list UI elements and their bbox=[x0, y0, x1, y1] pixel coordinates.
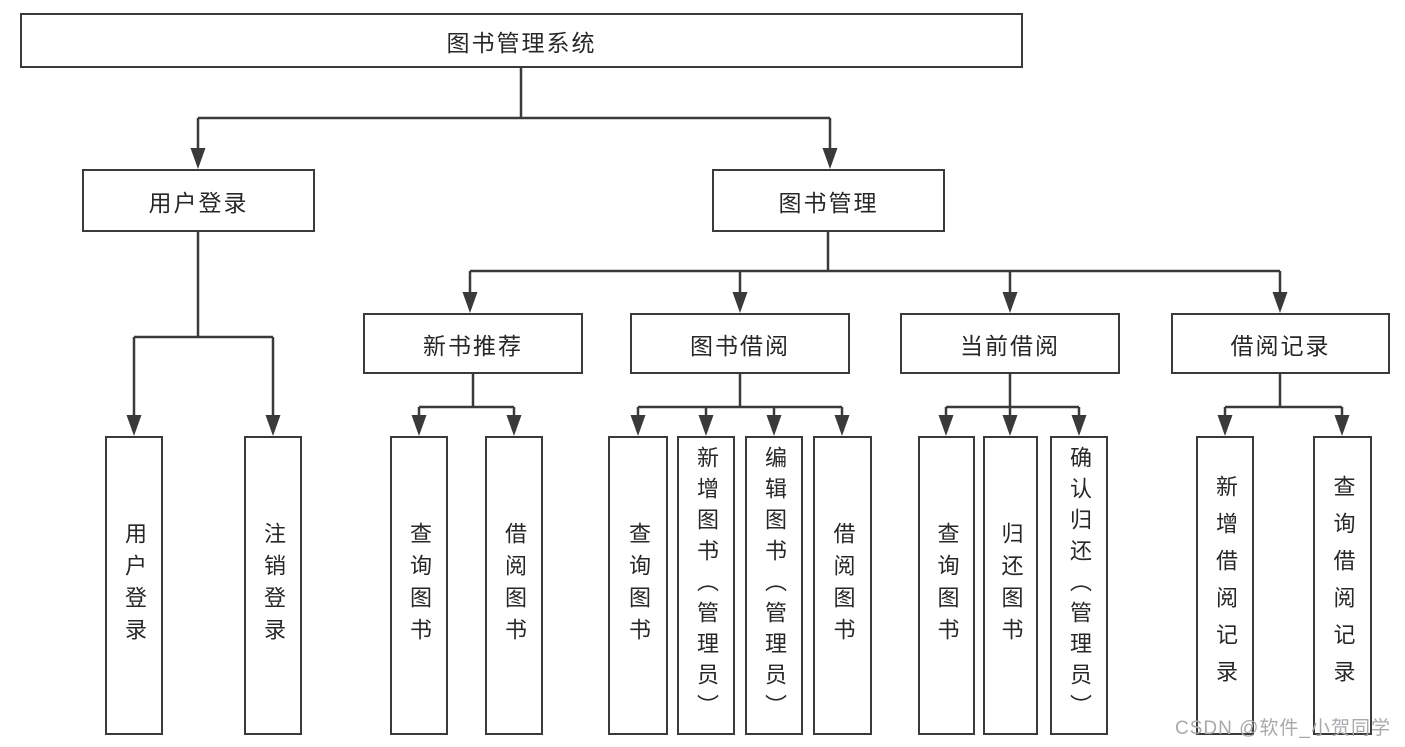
leaf-confirm-return-admin-label: 确认归还（管理员） bbox=[1067, 446, 1092, 725]
watermark: CSDN @软件_小贺同学 bbox=[1175, 718, 1391, 739]
node-book-management: 图书管理 bbox=[712, 169, 945, 232]
node-current-borrow: 当前借阅 bbox=[900, 313, 1120, 374]
connector-user-login bbox=[132, 232, 275, 423]
node-root: 图书管理系统 bbox=[20, 13, 1023, 68]
node-new-book-recommend: 新书推荐 bbox=[363, 313, 583, 374]
leaf-confirm-return-admin: 确认归还（管理员） bbox=[1050, 436, 1108, 735]
node-current-borrow-label: 当前借阅 bbox=[960, 332, 1060, 359]
leaf-borrow-books-1: 借阅图书 bbox=[485, 436, 543, 735]
connector-new-book-recommend bbox=[417, 374, 516, 423]
node-user-login: 用户登录 bbox=[82, 169, 315, 232]
leaf-add-borrow-record: 新增借阅记录 bbox=[1196, 436, 1254, 735]
node-root-label: 图书管理系统 bbox=[446, 29, 597, 56]
node-borrow-records: 借阅记录 bbox=[1171, 313, 1390, 374]
leaf-add-books-admin: 新增图书（管理员） bbox=[677, 436, 735, 735]
leaf-borrow-books-1-label: 借阅图书 bbox=[502, 521, 527, 650]
leaf-borrow-books-2-label: 借阅图书 bbox=[830, 521, 856, 650]
leaf-return-books-label: 归还图书 bbox=[998, 521, 1024, 650]
node-new-book-recommend-label: 新书推荐 bbox=[423, 332, 523, 359]
node-borrow-records-label: 借阅记录 bbox=[1230, 332, 1331, 359]
leaf-borrow-books-2: 借阅图书 bbox=[813, 436, 872, 735]
node-book-management-label: 图书管理 bbox=[778, 189, 879, 216]
connector-borrow-records bbox=[1223, 374, 1344, 423]
leaf-query-books-3: 查询图书 bbox=[918, 436, 975, 735]
leaf-query-books-2: 查询图书 bbox=[608, 436, 668, 735]
leaf-user-login-label: 用户登录 bbox=[122, 521, 147, 650]
leaf-edit-books-admin: 编辑图书（管理员） bbox=[745, 436, 803, 735]
node-user-login-label: 用户登录 bbox=[148, 189, 249, 216]
connector-book-borrow bbox=[636, 374, 844, 423]
leaf-query-borrow-record-label: 查询借阅记录 bbox=[1330, 474, 1356, 697]
node-book-borrow: 图书借阅 bbox=[630, 313, 850, 374]
leaf-logout-label: 注销登录 bbox=[261, 521, 286, 650]
arrowheads bbox=[126, 148, 1350, 436]
leaf-edit-books-admin-label: 编辑图书（管理员） bbox=[762, 446, 787, 725]
leaf-logout: 注销登录 bbox=[244, 436, 302, 735]
leaf-query-books-1: 查询图书 bbox=[390, 436, 448, 735]
leaf-query-books-3-label: 查询图书 bbox=[934, 521, 960, 650]
leaf-user-login: 用户登录 bbox=[105, 436, 163, 735]
node-book-borrow-label: 图书借阅 bbox=[690, 332, 790, 359]
connector-book-management bbox=[468, 232, 1282, 300]
leaf-query-books-1-label: 查询图书 bbox=[407, 521, 432, 650]
leaf-add-books-admin-label: 新增图书（管理员） bbox=[694, 446, 719, 725]
connector-root bbox=[196, 68, 832, 156]
leaf-return-books: 归还图书 bbox=[983, 436, 1038, 735]
leaf-query-borrow-record: 查询借阅记录 bbox=[1313, 436, 1372, 735]
leaf-query-books-2-label: 查询图书 bbox=[626, 521, 651, 650]
leaf-add-borrow-record-label: 新增借阅记录 bbox=[1213, 474, 1238, 697]
